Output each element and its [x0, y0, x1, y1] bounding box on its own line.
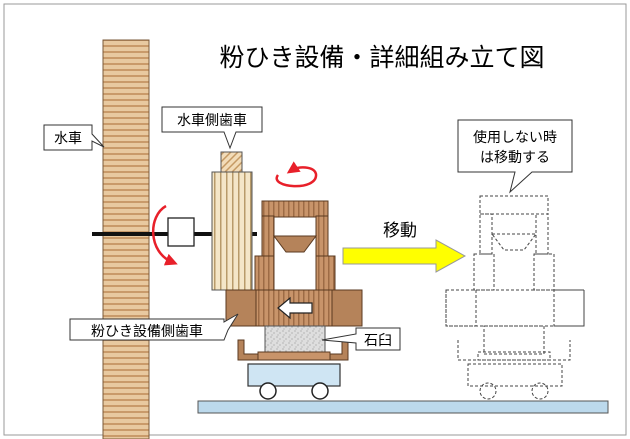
label-move: 移動 [383, 221, 417, 241]
cart [247, 363, 341, 387]
coupling [167, 217, 195, 247]
millstone [264, 325, 326, 355]
callout-water-wheel [43, 124, 105, 151]
label-mill-gear: 粉ひき設備側歯車 [91, 323, 203, 340]
hopper [273, 235, 317, 253]
callout-water-wheel-gear [161, 106, 263, 150]
rotation-arrow-icon-mill [275, 161, 318, 188]
mill-top-bar [261, 200, 329, 218]
label-millstone: 石臼 [364, 333, 392, 349]
callout-mill-gear [69, 313, 239, 341]
label-unused-line2: は移動する [480, 150, 550, 166]
left-arrow-icon [277, 296, 313, 320]
cart-wheel-right [311, 382, 329, 400]
right-arrow-icon [342, 239, 467, 273]
water-wheel-side-gear [211, 171, 253, 291]
rail [197, 400, 609, 414]
moved-equipment-ghost [445, 195, 585, 400]
gear-top-hub [220, 151, 243, 174]
callout-unused [457, 119, 573, 194]
rotation-arrow-icon-axle [152, 204, 178, 266]
cart-wheel-left [259, 382, 277, 400]
water-wheel [102, 39, 150, 439]
label-water-wheel: 水車 [54, 130, 82, 147]
label-unused-line1: 使用しない時 [473, 129, 557, 146]
callout-millstone [321, 327, 401, 351]
diagram-title: 粉ひき設備・詳細組み立て図 [219, 43, 544, 72]
mill-equipment [225, 200, 363, 400]
label-water-wheel-gear: 水車側歯車 [177, 112, 247, 129]
